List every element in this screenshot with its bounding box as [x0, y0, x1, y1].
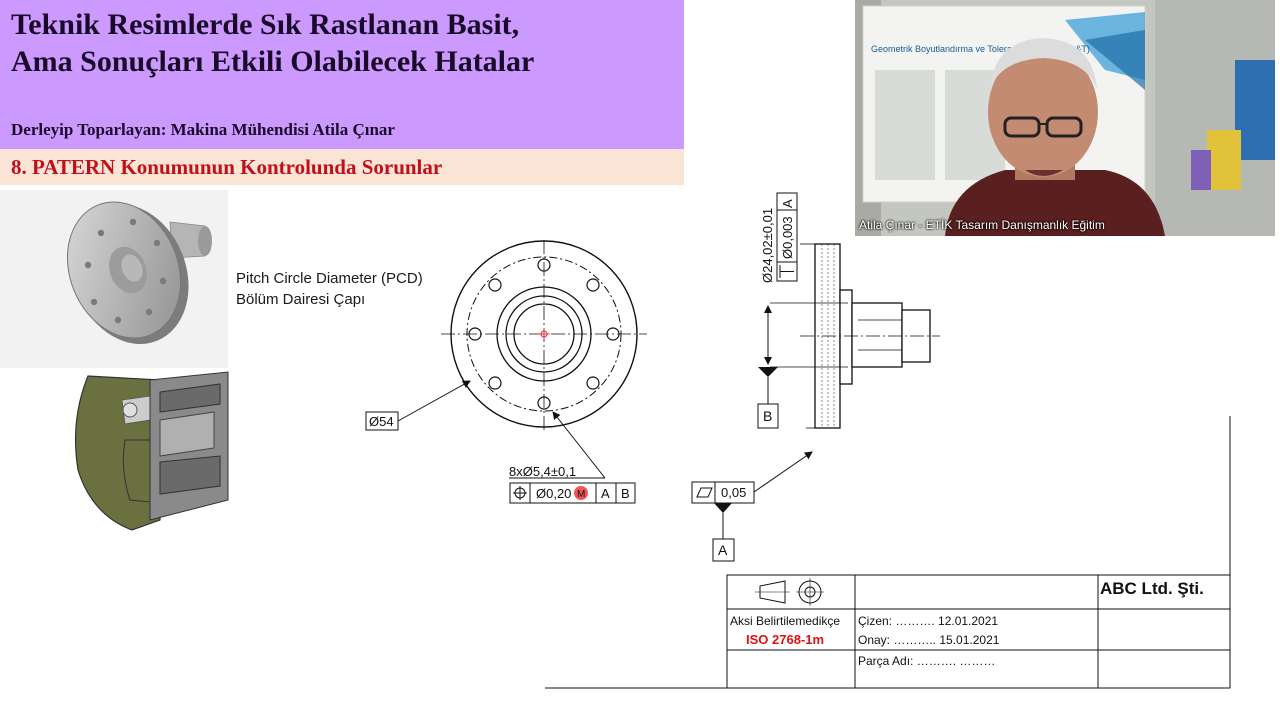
pcd-label-en: Pitch Circle Diameter (PCD) [236, 270, 423, 287]
title-block-frame [545, 416, 1231, 689]
slide-title: Teknik Resimlerde Sık Rastlanan Basit, A… [11, 8, 535, 78]
technical-drawing: Ø54 8xØ5,4±0,1 Ø0,20 M A B [0, 190, 1231, 689]
title-panel: Teknik Resimlerde Sık Rastlanan Basit, A… [0, 0, 684, 149]
tolerance-standard: ISO 2768-1m [746, 632, 825, 647]
flatness-fcf: 0,05 [691, 451, 813, 504]
hole-spec-callout: 8xØ5,4±0,1 [509, 411, 606, 479]
datum-a-ref: A [601, 486, 610, 501]
flatness-symbol-icon [696, 487, 713, 498]
svg-text:M: M [577, 489, 585, 500]
position-tol-text: Ø0,20 [536, 486, 571, 501]
section-bar: 8. PATERN Konumunun Kontrolunda Sorunlar [0, 149, 684, 185]
flatness-tol-text: 0,05 [721, 485, 746, 500]
poster-title: Geometrik Boyutlandırma ve Toleranslandı… [871, 44, 1090, 54]
datum-b-symbol: B [757, 367, 779, 429]
front-view [441, 240, 647, 432]
flange-3d-render [0, 190, 228, 368]
webcam-video[interactable]: Geometrik Boyutlandırma ve Toleranslandı… [855, 0, 1275, 236]
side-view [800, 243, 940, 429]
datum-b-label: B [763, 408, 772, 424]
part-name: Parça Adı: ………. ……… [858, 654, 996, 668]
projection-symbol-icon [755, 578, 824, 606]
section-cut-render [74, 371, 229, 531]
perp-datum-ref: A [780, 199, 795, 208]
pcd-label: Pitch Circle Diameter (PCD) Bölüm Daires… [236, 268, 423, 310]
diameter-54-callout: Ø54 [365, 380, 471, 431]
perpendicularity-icon [779, 265, 794, 278]
perp-tol-text: Ø0,003 [780, 216, 795, 259]
diameter-54-text: Ø54 [369, 414, 394, 429]
pcd-label-tr: Bölüm Dairesi Çapı [236, 291, 366, 308]
bore-dim-text: Ø24,02±0,01 [760, 208, 775, 283]
bore-dimension: Ø24,02±0,01 A Ø0,003 [760, 192, 848, 368]
author-line: Derleyip Toparlayan: Makina Mühendisi At… [11, 120, 395, 139]
mmc-modifier-icon [574, 486, 588, 500]
datum-a-symbol: A [712, 503, 735, 562]
approved-by: Onay: ……….. 15.01.2021 [858, 633, 1000, 647]
datum-a-label: A [718, 542, 728, 558]
datum-b-ref: B [621, 486, 630, 501]
drawn-by: Çizen: ………. 12.01.2021 [858, 614, 999, 628]
general-tolerance-note: Aksi Belirtilemedikçe [730, 614, 841, 628]
section-heading: 8. PATERN Konumunun Kontrolunda Sorunlar [11, 155, 443, 179]
hole-spec-text: 8xØ5,4±0,1 [509, 464, 576, 479]
position-symbol-icon [513, 486, 527, 500]
webcam-scene: Geometrik Boyutlandırma ve Toleranslandı… [855, 0, 1275, 236]
company-name: ABC Ltd. Şti. [1100, 579, 1204, 598]
webcam-caption: Atila Çınar - ETİK Tasarım Danışmanlık E… [859, 218, 1105, 232]
position-fcf: Ø0,20 M A B [509, 482, 636, 504]
